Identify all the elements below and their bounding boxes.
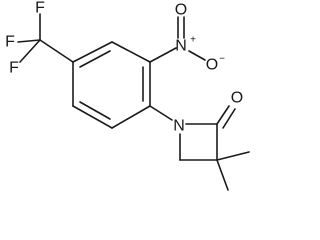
- bond-ring-double-a: [79, 50, 111, 68]
- charge-nitro-n: +: [190, 35, 196, 46]
- bond-carbonyl-o-a: [216, 105, 230, 125]
- bond-ring-5: [72, 105, 113, 129]
- bond-ring-nitro-n: [149, 47, 177, 63]
- bond-cf3-c-f-lower-left: [19, 39, 41, 63]
- atom-nitro-n: N: [175, 38, 187, 55]
- atom-nitro-o-right: O: [206, 57, 218, 74]
- atom-f-lower-left: F: [9, 60, 19, 77]
- molecule-drawing: F F F N + O O − O N: [5, 0, 250, 191]
- bond-ring-4: [111, 105, 151, 129]
- bond-cf3-c-f-upper-left: [17, 39, 41, 43]
- structure-diagram: F F F N + O O − O N: [5, 0, 250, 191]
- bond-carbonyl-o-b: [222, 108, 236, 129]
- atom-nitro-o-top: O: [175, 2, 187, 19]
- bond-methyl-upper-right: [216, 151, 250, 161]
- bond-ring-1: [72, 41, 113, 63]
- bond-ring-2: [111, 41, 151, 63]
- bond-cf3-c-ring: [39, 39, 74, 63]
- atom-f-upper-left: F: [5, 34, 15, 51]
- charge-nitro-o: −: [219, 54, 225, 65]
- bond-ring-double-c: [79, 101, 111, 120]
- atom-ketone-o: O: [231, 90, 243, 107]
- atom-ring-n: N: [173, 118, 185, 135]
- bond-methyl-down: [216, 159, 229, 191]
- bond-ring-n-azetidine: [149, 105, 173, 121]
- bond-nitro-n-o-right: [188, 50, 206, 61]
- atom-f-top: F: [35, 0, 45, 17]
